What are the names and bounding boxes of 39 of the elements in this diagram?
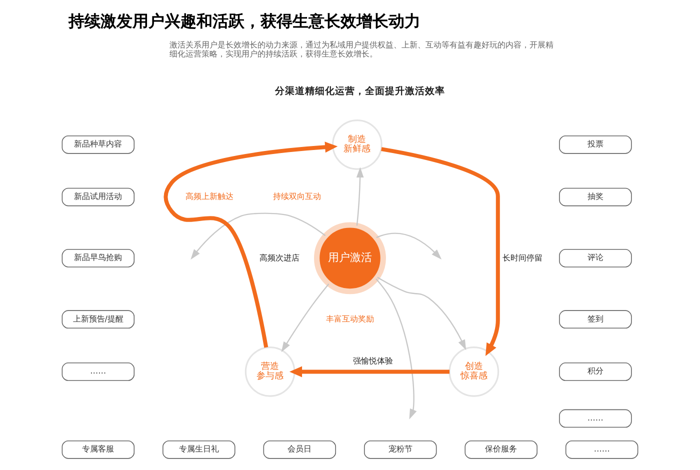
edge-label: 高频次进店 <box>259 254 300 263</box>
node-box: 保价服务 <box>464 440 538 459</box>
node-circle: 创造惊喜感 <box>448 346 500 397</box>
arrow <box>376 278 417 420</box>
label: 高频上新触达 <box>185 192 234 202</box>
edge-label: 强愉悦体验 <box>352 356 393 366</box>
node-circle: 制造新鲜感 <box>332 119 382 170</box>
arrow <box>164 142 338 348</box>
arrow <box>289 366 450 378</box>
node-box: …… <box>559 409 632 428</box>
node-box: 专属生日礼 <box>162 440 236 459</box>
node-box: 积分 <box>559 362 632 381</box>
node-box: 宠粉节 <box>364 440 437 459</box>
label: 丰富互动奖励 <box>326 314 374 324</box>
label: 持续双向互动 <box>273 192 322 202</box>
node-box: 上新预告/提醒 <box>62 310 135 329</box>
node-box: 会员日 <box>263 440 336 459</box>
node-box: …… <box>62 362 135 381</box>
node-box: 评论 <box>559 248 632 268</box>
arrow <box>190 212 326 260</box>
label: 分渠道精细化运营，全面提升激活效率 <box>275 86 446 97</box>
arrow <box>377 276 466 350</box>
diagram-title: 持续激发用户兴趣和活跃，获得生意长效增长动力 <box>68 12 421 31</box>
node-box: 新品早鸟抢购 <box>62 248 135 268</box>
node-circle: 用户激活 <box>314 222 386 294</box>
node-box: 抽奖 <box>559 188 632 206</box>
node-box: 签到 <box>559 310 632 329</box>
arrow <box>381 147 500 356</box>
node-circle: 营造参与感 <box>244 346 296 397</box>
label: 激活关系用户是长效增长的动力来源，通过为私域用户提供权益、上新、互动等有益有趣好玩的内容，开展精细化运营策略，实现用户的持续活跃，获得生意长效增长。 <box>170 40 554 58</box>
arrow <box>281 283 330 352</box>
node-box: 新品试用活动 <box>62 188 135 206</box>
arrow <box>356 167 364 226</box>
node-box: 投票 <box>559 135 632 154</box>
edge-label: 长时间停留 <box>502 254 542 263</box>
node-box: 新品种草内容 <box>62 135 135 154</box>
node-box: …… <box>565 440 638 459</box>
node-box: 专属客服 <box>62 440 135 459</box>
arrow <box>376 232 442 260</box>
